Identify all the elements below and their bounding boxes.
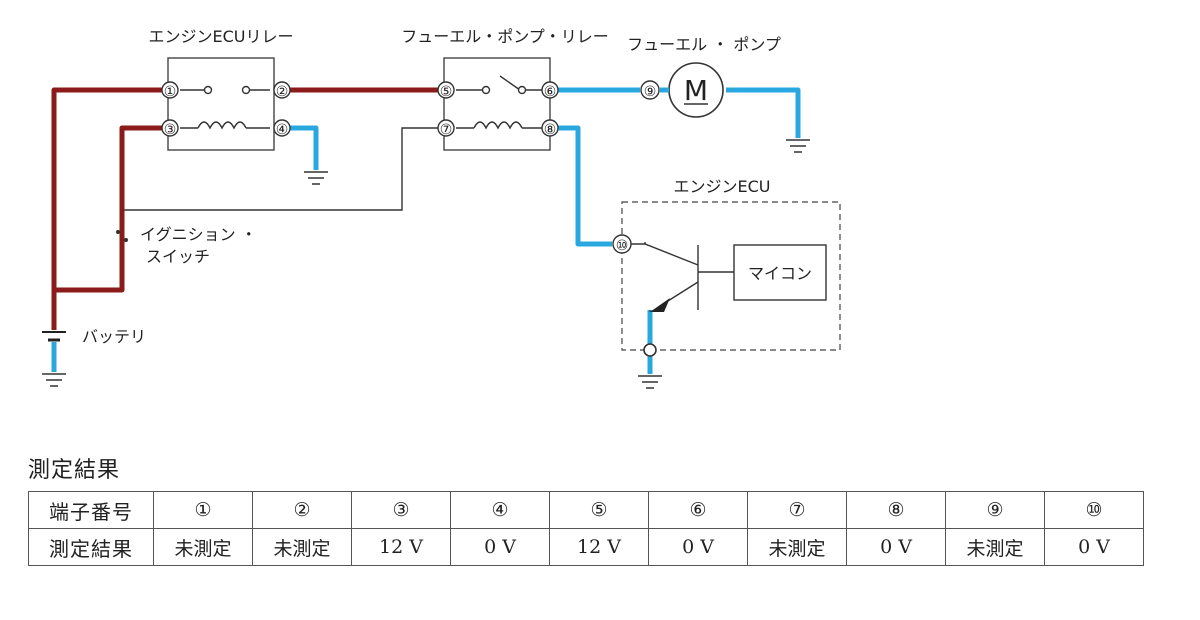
svg-text:⑨: ⑨	[644, 84, 657, 100]
svg-text:⑤: ⑤	[440, 84, 453, 100]
result-cell: 未測定	[252, 528, 352, 566]
result-cell: 0 V	[450, 528, 550, 566]
ground-symbol-pump	[786, 139, 810, 153]
svg-text:⑥: ⑥	[544, 84, 557, 100]
terminal-3: ③	[161, 119, 179, 138]
terminal-cell: ③	[351, 491, 451, 529]
measurement-result-row: 測定結果 未測定 未測定 12 V 0 V 12 V 0 V 未測定 0 V 未…	[28, 528, 1144, 566]
terminal-cell: ⑤	[549, 491, 649, 529]
signal-wires	[121, 127, 734, 310]
measurement-result-header: 測定結果	[28, 528, 154, 566]
battery-circuit	[51, 87, 448, 330]
terminal-9: ⑨	[640, 80, 660, 100]
terminal-10: ⑩	[612, 234, 632, 254]
terminal-number-row: 端子番号 ① ② ③ ④ ⑤ ⑥ ⑦ ⑧ ⑨ ⑩	[28, 491, 1144, 529]
ignition-switch-label-line1: イグニション ・	[140, 225, 257, 244]
terminal-6: ⑥	[541, 81, 559, 100]
fuel-pump-relay-contacts	[456, 75, 546, 130]
battery-symbol	[42, 331, 66, 342]
result-cell: 未測定	[153, 528, 253, 566]
terminal-cell: ④	[450, 491, 550, 529]
terminal-number-header: 端子番号	[28, 491, 154, 529]
result-cell: 未測定	[747, 528, 847, 566]
svg-text:⑧: ⑧	[544, 122, 557, 138]
microcomputer-box	[733, 244, 827, 301]
terminal-1: ①	[161, 81, 179, 100]
ground-symbol-ecu	[638, 375, 662, 389]
terminal-4: ④	[273, 119, 291, 138]
terminal-cell: ⑩	[1044, 491, 1144, 529]
fuel-pump-relay-label: フューエル・ポンプ・リレー	[401, 27, 609, 46]
engine-ecu-label: エンジンECU	[674, 177, 771, 196]
engine-ecu-relay-label: エンジンECUリレー	[149, 27, 294, 46]
svg-text:④: ④	[276, 122, 289, 138]
ground-circuit	[51, 87, 801, 374]
result-cell: 未測定	[945, 528, 1045, 566]
ignition-switch-label-line2: スイッチ	[146, 247, 210, 266]
terminal-7: ⑦	[437, 119, 455, 138]
terminal-cell: ⑥	[648, 491, 748, 529]
microcomputer-label: マイコン	[748, 264, 812, 283]
terminals: ① ② ③ ④ ⑤ ⑥ ⑦ ⑧ ⑨ ⑩	[161, 80, 660, 254]
result-cell: 0 V	[1044, 528, 1144, 566]
terminal-2: ②	[273, 81, 291, 100]
terminal-8: ⑧	[541, 119, 559, 138]
result-cell: 12 V	[351, 528, 451, 566]
fuel-pump-relay-box	[443, 57, 551, 151]
battery-label: バッテリ	[82, 327, 146, 346]
terminal-cell: ①	[153, 491, 253, 529]
results-table: 端子番号 ① ② ③ ④ ⑤ ⑥ ⑦ ⑧ ⑨ ⑩ 測定結果 未測定 未測定 12…	[28, 491, 1144, 566]
terminal-cell: ⑧	[846, 491, 946, 529]
ecu-ground-terminal	[643, 343, 657, 357]
ground-symbol-ecu-relay	[304, 171, 328, 185]
motor-letter: M	[684, 74, 708, 107]
svg-text:⑦: ⑦	[440, 122, 453, 138]
result-cell: 0 V	[846, 528, 946, 566]
svg-text:⑩: ⑩	[616, 238, 629, 254]
ignition-switch	[116, 230, 128, 242]
svg-text:②: ②	[276, 84, 289, 100]
results-heading: 測定結果	[28, 458, 121, 483]
engine-ecu-relay-box	[167, 57, 275, 151]
terminal-cell: ②	[252, 491, 352, 529]
terminal-cell: ⑦	[747, 491, 847, 529]
transistor-arrow	[650, 298, 670, 312]
terminal-5: ⑤	[437, 81, 455, 100]
circuit-diagram: M マイコン ① ② ③ ④ ⑤ ⑥ ⑦ ⑧ ⑨ ⑩ エンジンECUリレー フュ…	[42, 27, 841, 389]
ground-symbol-battery	[42, 373, 66, 387]
terminal-cell: ⑨	[945, 491, 1045, 529]
svg-text:③: ③	[164, 122, 177, 138]
svg-text:①: ①	[164, 84, 177, 100]
fuel-pump-label: フューエル ・ ポンプ	[627, 35, 781, 54]
result-cell: 0 V	[648, 528, 748, 566]
result-cell: 12 V	[549, 528, 649, 566]
engine-ecu-relay-contacts	[180, 85, 270, 130]
engine-ecu-box	[621, 201, 841, 351]
